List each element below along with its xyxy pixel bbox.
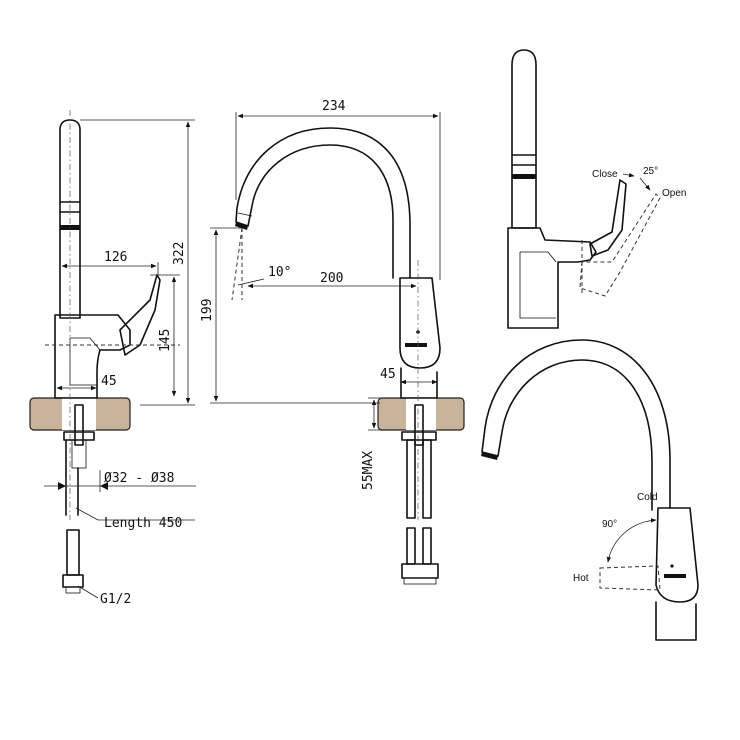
dim-base-width: 45 (101, 374, 117, 389)
side-lever (119, 274, 161, 356)
side-body (54, 314, 131, 399)
side-view: 322 126 145 45 Ø32 - Ø38 Length 450 G1/2 (29, 110, 196, 607)
lever-tilt-view: Close 25° Open (507, 49, 686, 329)
label-tilt-angle: 25° (643, 166, 658, 177)
rotation-view: Cold 90° Hot (481, 339, 699, 641)
side-spout-stem (59, 119, 81, 319)
dim-body-height: 145 (158, 329, 173, 352)
front-body (399, 277, 441, 369)
rotation-arc (606, 518, 657, 563)
dim-spout-width: 234 (322, 99, 346, 114)
dim-overall-height: 322 (172, 242, 187, 265)
lever-open (579, 193, 661, 297)
tilt-body (507, 227, 597, 329)
label-open: Open (662, 188, 686, 199)
dim-spout-height: 199 (200, 299, 215, 322)
front-spout (235, 127, 411, 279)
front-view: 234 199 10° 200 45 55MAX (200, 99, 465, 585)
lever-closed (589, 179, 627, 257)
handle-hot (599, 565, 661, 591)
dim-spout-tilt: 10° (268, 265, 291, 280)
tilt-spout-stem (511, 49, 537, 229)
label-hot: Hot (573, 573, 589, 584)
label-rotation-angle: 90° (602, 519, 617, 530)
rotation-body (655, 507, 699, 603)
dim-spout-reach: 200 (320, 271, 343, 286)
dim-handle-reach: 126 (104, 250, 127, 265)
label-close: Close (592, 169, 618, 180)
dim-base-width-side: 45 (380, 367, 396, 382)
dim-counter-max: 55MAX (361, 451, 376, 490)
dim-thread: G1/2 (100, 592, 131, 607)
dim-hose-length: Length 450 (104, 516, 182, 531)
rotation-spout (481, 339, 671, 511)
dim-hole-diameter: Ø32 - Ø38 (104, 471, 174, 486)
label-cold: Cold (637, 492, 658, 503)
